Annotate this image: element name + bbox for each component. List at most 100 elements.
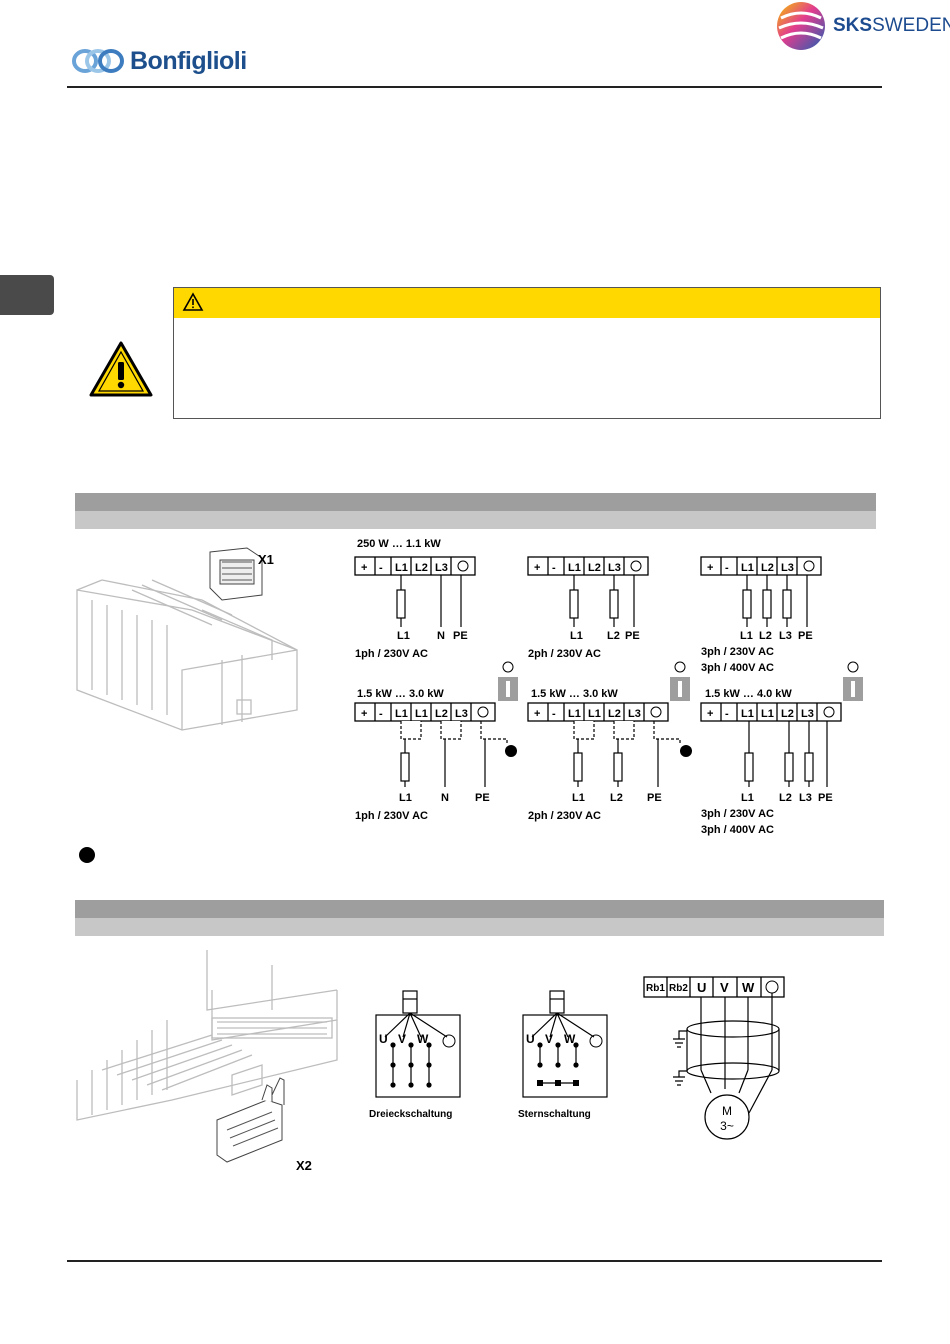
svg-text:L2: L2 <box>608 708 621 720</box>
svg-text:PE: PE <box>453 630 468 642</box>
svg-text:L1: L1 <box>741 792 754 804</box>
svg-text:-: - <box>552 708 556 720</box>
svg-text:W: W <box>742 980 755 995</box>
warning-small-icon <box>182 292 204 311</box>
svg-text:PE: PE <box>818 792 833 804</box>
star-label: Sternschaltung <box>518 1109 591 1120</box>
warning-box <box>173 287 881 419</box>
svg-text:+: + <box>707 708 713 720</box>
motor-section-bar <box>75 900 884 918</box>
inverter-x2-drawing: X2 <box>76 950 338 1173</box>
svg-text:+: + <box>534 708 540 720</box>
svg-text:+: + <box>707 562 713 574</box>
svg-text:W: W <box>564 1032 576 1046</box>
bonfiglioli-wordmark: Bonfiglioli <box>130 46 247 75</box>
svg-text:L1: L1 <box>588 708 601 720</box>
power-range-large: 1.5 kW … 4.0 kW <box>705 688 792 700</box>
svg-text:L3: L3 <box>779 630 792 642</box>
svg-text:L1: L1 <box>740 630 753 642</box>
svg-text:+: + <box>361 708 367 720</box>
svg-text:L1: L1 <box>572 792 585 804</box>
star-connection-diagram: U V W Sternschaltung <box>518 990 608 1120</box>
motor-symbol-phase: 3~ <box>720 1119 734 1133</box>
svg-text:L3: L3 <box>628 708 641 720</box>
x2-label: X2 <box>296 1158 312 1173</box>
svg-text:-: - <box>725 708 729 720</box>
svg-text:L2: L2 <box>415 562 428 574</box>
label-1ph-a: 1ph / 230V AC <box>355 648 428 660</box>
sks-globe-icon <box>777 2 825 50</box>
svg-text:L3: L3 <box>455 708 468 720</box>
motor-symbol-m: M <box>722 1104 732 1118</box>
terminal-strip-1 <box>354 556 476 576</box>
label-3ph-230-b: 3ph / 230V AC <box>701 808 774 820</box>
svg-text:L3: L3 <box>435 562 448 574</box>
svg-text:N: N <box>441 792 449 804</box>
svg-text:U: U <box>526 1032 535 1046</box>
svg-text:L3: L3 <box>781 562 794 574</box>
svg-text:L2: L2 <box>607 630 620 642</box>
inverter-x1-drawing: X1 <box>76 547 298 731</box>
svg-text:L2: L2 <box>779 792 792 804</box>
svg-text:L3: L3 <box>801 708 814 720</box>
svg-text:Rb1: Rb1 <box>646 983 665 994</box>
svg-text:L2: L2 <box>759 630 772 642</box>
svg-text:L1: L1 <box>568 562 581 574</box>
svg-text:L1: L1 <box>395 562 408 574</box>
svg-text:N: N <box>437 630 445 642</box>
svg-text:L1: L1 <box>741 562 754 574</box>
delta-connection-diagram: U V W Dreieckschaltung <box>369 990 461 1120</box>
svg-text:Rb2: Rb2 <box>669 983 688 994</box>
svg-text:L2: L2 <box>761 562 774 574</box>
footer-rule <box>67 1260 882 1262</box>
svg-text:L1: L1 <box>741 708 754 720</box>
svg-text:-: - <box>379 562 383 574</box>
label-2ph-a: 2ph / 230V AC <box>528 648 601 660</box>
svg-text:L1: L1 <box>397 630 410 642</box>
svg-text:PE: PE <box>798 630 813 642</box>
svg-text:-: - <box>379 708 383 720</box>
label-3ph-400-b: 3ph / 400V AC <box>701 824 774 836</box>
power-range-mid-b: 1.5 kW … 3.0 kW <box>531 688 618 700</box>
mains-section-bar <box>75 493 876 511</box>
svg-text:L3: L3 <box>799 792 812 804</box>
svg-text:PE: PE <box>625 630 640 642</box>
label-1ph-b: 1ph / 230V AC <box>355 810 428 822</box>
sks-wordmark: SKSSWEDEN <box>833 15 950 36</box>
motor-section-subbar <box>75 918 884 936</box>
svg-text:U: U <box>379 1032 388 1046</box>
power-range-small: 250 W … 1.1 kW <box>357 538 441 550</box>
svg-text:L1: L1 <box>395 708 408 720</box>
svg-text:L1: L1 <box>761 708 774 720</box>
svg-text:L1: L1 <box>415 708 428 720</box>
svg-text:L2: L2 <box>610 792 623 804</box>
svg-text:L2: L2 <box>435 708 448 720</box>
motor-wiring-diagram: Rb1 Rb2 U V W M 3~ <box>643 976 785 1140</box>
chapter-tab <box>0 275 54 315</box>
label-3ph-230-a: 3ph / 230V AC <box>701 646 774 658</box>
power-range-mid-a: 1.5 kW … 3.0 kW <box>357 688 444 700</box>
svg-text:-: - <box>725 562 729 574</box>
svg-text:PE: PE <box>475 792 490 804</box>
svg-text:L2: L2 <box>781 708 794 720</box>
delta-label: Dreieckschaltung <box>369 1109 452 1120</box>
x1-label: X1 <box>258 552 274 567</box>
svg-text:L2: L2 <box>588 562 601 574</box>
label-3ph-400-a: 3ph / 400V AC <box>701 662 774 674</box>
svg-text:W: W <box>417 1032 429 1046</box>
header-rule <box>67 86 882 88</box>
bonfiglioli-rings-icon <box>72 49 124 73</box>
sks-sweden-logo: SKSSWEDEN <box>775 0 950 52</box>
label-2ph-b: 2ph / 230V AC <box>528 810 601 822</box>
mains-section-subbar <box>75 511 876 529</box>
svg-text:V: V <box>545 1032 553 1046</box>
svg-text:V: V <box>720 980 729 995</box>
svg-text:U: U <box>697 980 706 995</box>
svg-text:-: - <box>552 562 556 574</box>
warning-large-icon <box>89 341 153 397</box>
svg-text:+: + <box>361 562 367 574</box>
note-bullet-icon <box>79 847 95 863</box>
svg-text:+: + <box>534 562 540 574</box>
svg-text:L1: L1 <box>570 630 583 642</box>
